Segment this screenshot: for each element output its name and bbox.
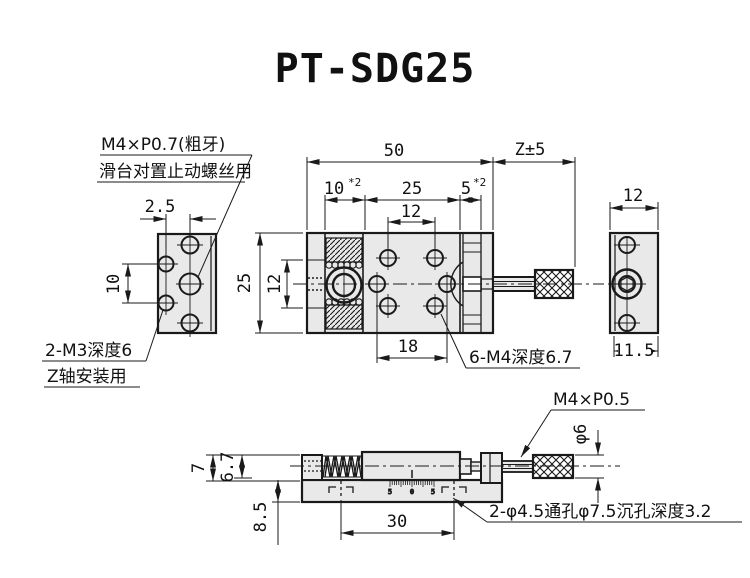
right-side-view (608, 231, 660, 335)
counterbore-marks (328, 481, 467, 499)
dim-seg25: 25 (402, 179, 422, 199)
dim-overall-width: 50 (384, 141, 404, 161)
label-counterbore: 2-φ4.5通孔φ7.5沉孔深度3.2 (489, 502, 712, 522)
page-title: PT-SDG25 (275, 46, 476, 92)
label-m3-line2: Z轴安装用 (47, 367, 127, 387)
hex-socket (620, 276, 634, 292)
base-plate (300, 478, 504, 504)
dim-thread-depth: 6.7 (218, 452, 238, 483)
dim-seg5-sup: *2 (473, 176, 486, 189)
annotations (42, 154, 742, 523)
dim-travel: Z±5 (515, 140, 546, 160)
dim-side-width: 12 (623, 186, 643, 206)
scale-digit-left: 5 (388, 488, 392, 496)
label-m3-line1: 2-M3深度6 (45, 341, 132, 361)
dim-knob-dia: φ6 (571, 424, 591, 444)
dim-seg5: 5 (461, 179, 471, 199)
vernier-scale (389, 481, 435, 487)
dim-body-depth: 25 (235, 273, 255, 293)
annotation-labels: M4×P0.7(粗牙) 滑台对置止动螺丝用 2-M3深度6 Z轴安装用 6-M4… (45, 135, 712, 522)
left-plate-view (154, 230, 218, 337)
dim-plate-pitch: 10 (104, 274, 124, 294)
end-block (301, 454, 323, 481)
top-plan-view (293, 231, 604, 335)
dimensions (122, 157, 659, 545)
scale-digit-center: 0 (410, 488, 414, 496)
label-m4-holes: 6-M4深度6.7 (469, 348, 572, 368)
shaft-bracket (480, 452, 503, 484)
dim-base-span: 30 (387, 512, 407, 532)
dim-inner-depth: 12 (265, 274, 285, 294)
dim-plate-offset: 2.5 (145, 197, 176, 217)
dimension-labels: 50 Z±5 10 *2 25 5 *2 12 25 12 18 2.5 10 … (104, 140, 654, 532)
dim-base-height: 8.5 (251, 502, 271, 533)
dim-hole-span-bottom: 18 (398, 337, 418, 357)
front-elevation-view: 5 0 5 (290, 450, 620, 504)
dim-seg10-sup: *2 (348, 176, 361, 189)
side-holes (608, 236, 646, 332)
main-bore (325, 264, 363, 306)
label-setscrew-line1: M4×P0.7(粗牙) (101, 135, 225, 155)
label-setscrew-line2: 滑台对置止动螺丝用 (99, 162, 252, 182)
spring-symbol-bottom (325, 298, 363, 330)
label-shaft-thread: M4×P0.5 (553, 390, 630, 410)
plate-outline (156, 232, 218, 335)
dim-hole-span-top: 12 (401, 202, 421, 222)
spring-symbol-top (325, 237, 363, 269)
scale-digit-right: 5 (431, 488, 435, 496)
dim-slide-height: 7 (189, 463, 209, 473)
dim-side-offset: 11.5 (614, 341, 655, 361)
dim-seg10: 10 (324, 179, 344, 199)
